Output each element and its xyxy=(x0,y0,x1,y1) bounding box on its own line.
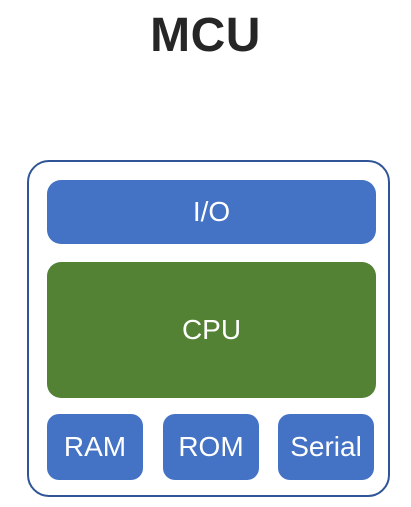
diagram-title: MCU xyxy=(150,9,261,62)
serial-block: Serial xyxy=(278,414,374,480)
cpu-label: CPU xyxy=(181,314,242,345)
io-label: I/O xyxy=(192,196,231,227)
cpu-block: CPU xyxy=(47,262,376,398)
io-block: I/O xyxy=(47,180,376,244)
rom-block: ROM xyxy=(163,414,259,480)
ram-label: RAM xyxy=(63,431,127,462)
rom-label: ROM xyxy=(178,431,244,462)
serial-label: Serial xyxy=(290,431,362,462)
ram-block: RAM xyxy=(47,414,143,480)
